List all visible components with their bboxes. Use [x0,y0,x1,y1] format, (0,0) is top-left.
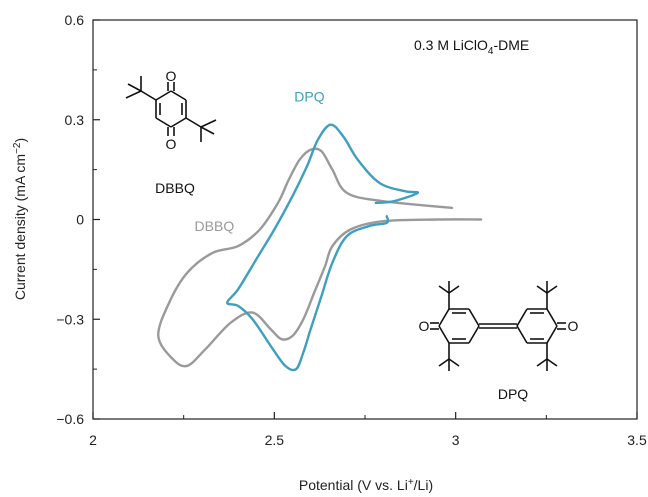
x-axis-label: Potential (V vs. Li+/Li) [299,477,433,493]
dbbq-structure-label: DBBQ [155,180,195,196]
curve-label-dpq: DPQ [294,88,324,104]
electrolyte-annotation: 0.3 M LiClO4-DME [414,37,529,57]
y-tick-label: −0.6 [56,411,84,427]
x-tick-label: 3 [452,432,460,448]
dpq-oxygen-right: O [568,318,579,334]
curve-label-dbbq: DBBQ [195,218,235,234]
curve-labels: DPQ DBBQ [195,88,325,234]
curves [157,123,483,372]
y-tick-label: 0 [76,212,84,228]
series-line-dpq [226,123,420,372]
dbbq-structure [125,76,217,142]
y-tick-label: 0.3 [65,112,85,128]
x-tick-label: 2 [89,432,97,448]
series-line-dbbq [157,147,483,368]
axes: 2 2.5 3 3.5 −0.6 −0.3 0 0.3 0.6 [56,12,647,448]
dpq-structure-label: DPQ [498,386,528,402]
dbbq-oxygen-bottom: O [166,136,177,152]
dpq-structure [430,281,566,371]
y-tick-label: −0.3 [56,311,84,327]
dpq-oxygen-left: O [419,318,430,334]
x-tick-label: 2.5 [265,432,285,448]
y-axis-label: Current density (mA cm−2) [12,138,28,300]
y-tick-label: 0.6 [65,12,85,28]
dbbq-oxygen-top: O [166,68,177,84]
x-tick-label: 3.5 [627,432,647,448]
